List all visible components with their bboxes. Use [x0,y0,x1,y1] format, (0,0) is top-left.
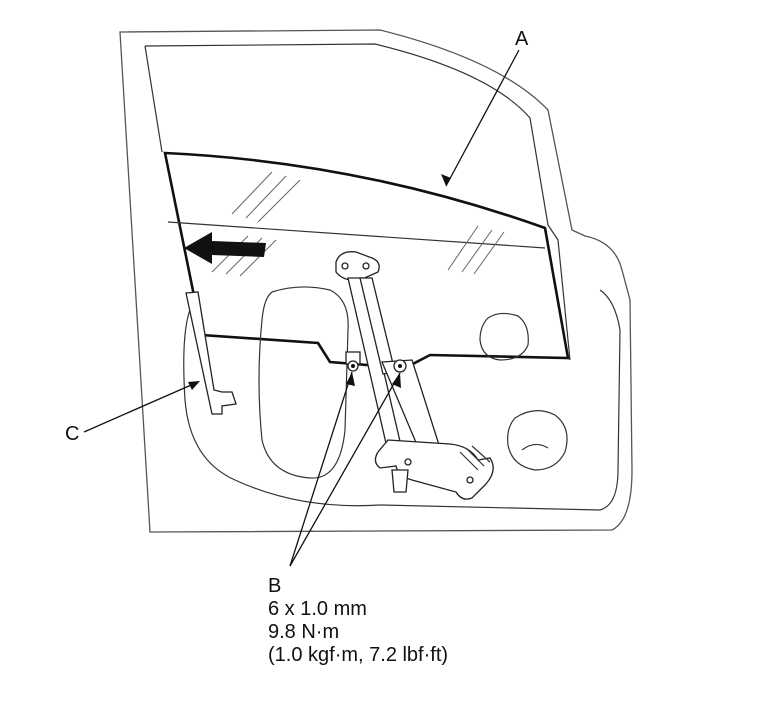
glass-reflection-hatching [211,171,505,277]
bolt-callout: B 6 x 1.0 mm 9.8 N·m (1.0 kgf·m, 7.2 lbf… [268,575,448,667]
door-glass [163,151,570,370]
leader-line-c [83,381,199,433]
leader-arrow-b1 [346,372,355,386]
speaker-hole [507,410,568,471]
service-hole [479,312,529,361]
leader-line-b2 [289,372,401,567]
window-frame [144,43,571,361]
label-c: C [65,423,80,445]
door-inner-panel [183,289,621,511]
glass-mounting-bolts [345,351,407,373]
leader-arrow-c [188,381,200,390]
bolt-size: 6 x 1.0 mm [268,598,367,620]
leader-arrow-a [441,174,451,186]
label-a: A [515,28,529,50]
bolt-torque-alt: (1.0 kgf·m, 7.2 lbf·ft) [268,644,449,666]
left-arrow-icon [184,232,266,264]
access-hole [258,286,349,479]
door-outer-panel [119,29,633,533]
leader-line-a [445,49,520,187]
label-b: B [268,575,282,597]
rear-run-channel [185,291,237,415]
leader-line-b1 [289,371,353,567]
window-regulator [335,251,494,500]
bolt-torque: 9.8 N·m [268,621,340,643]
leader-arrow-b2 [392,373,401,388]
